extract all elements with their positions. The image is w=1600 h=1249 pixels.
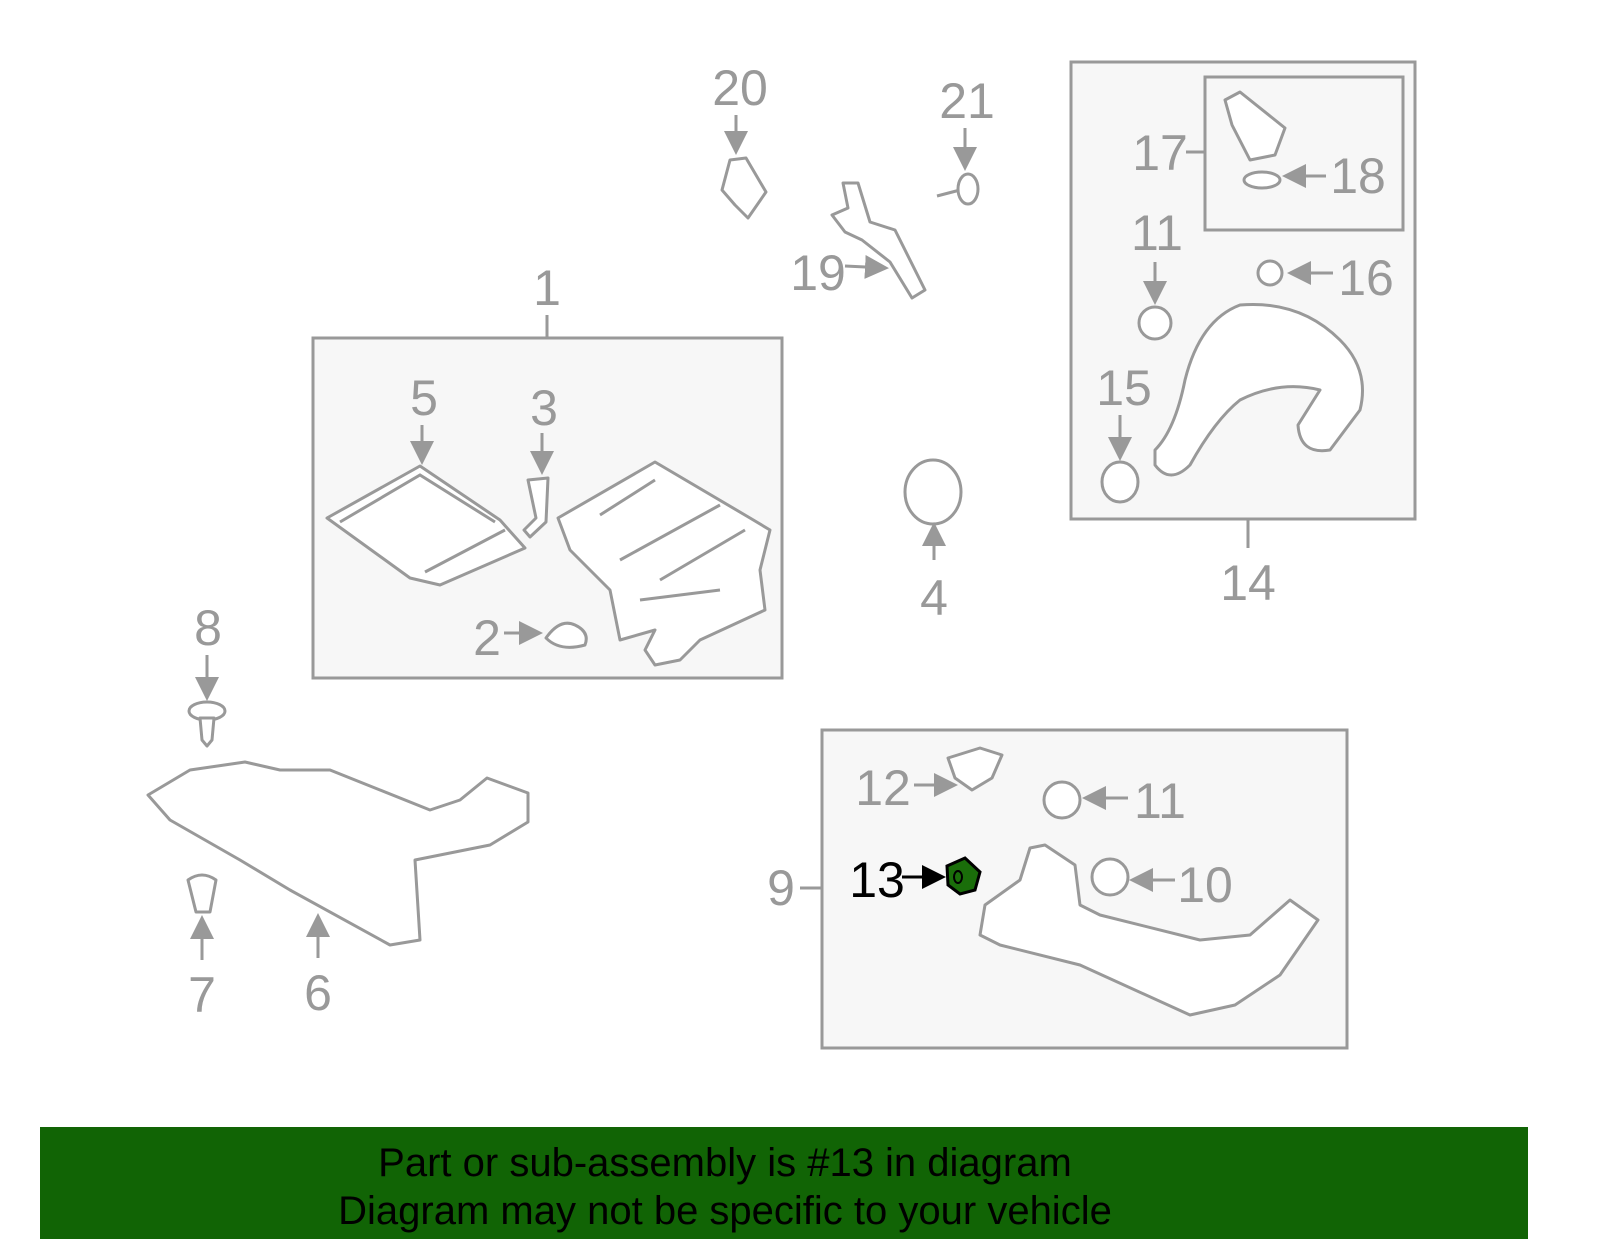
part-info-banner: Part or sub-assembly is #13 in diagram D… xyxy=(40,1127,1528,1239)
part-2-grommet[interactable] xyxy=(544,621,588,649)
callout-16: 16 xyxy=(1338,250,1394,306)
callout-2: 2 xyxy=(473,610,501,666)
part-7-push-pin[interactable] xyxy=(186,873,218,914)
callout-6: 6 xyxy=(304,965,332,1021)
callout-15: 15 xyxy=(1096,360,1152,416)
callout-12: 12 xyxy=(855,760,911,816)
part-1-air-cleaner-housing[interactable] xyxy=(556,460,772,667)
callout-8: 8 xyxy=(194,600,222,656)
banner-line-2: Diagram may not be specific to your vehi… xyxy=(338,1189,1112,1233)
part-18-o-ring[interactable] xyxy=(1242,170,1282,190)
callout-9: 9 xyxy=(767,860,795,916)
callout-7: 7 xyxy=(188,967,216,1023)
part-6-air-duct[interactable] xyxy=(146,760,530,947)
callout-19: 19 xyxy=(790,245,846,301)
part-11-grommet-lower[interactable] xyxy=(1042,780,1082,820)
part-5-air-filter[interactable] xyxy=(325,464,527,587)
part-13-nut-highlighted[interactable] xyxy=(945,856,982,896)
part-10-grommet[interactable] xyxy=(1090,857,1130,897)
callout-17: 17 xyxy=(1132,125,1188,181)
part-15-seal[interactable] xyxy=(1100,460,1140,504)
part-4-clamp[interactable] xyxy=(903,458,963,526)
callout-13-highlighted: 13 xyxy=(849,852,905,908)
callout-20: 20 xyxy=(712,60,768,116)
callout-3: 3 xyxy=(530,380,558,436)
part-21-bolt[interactable] xyxy=(936,172,980,206)
callout-1: 1 xyxy=(533,260,561,316)
callout-11-upper: 11 xyxy=(1131,205,1183,261)
callout-5: 5 xyxy=(410,370,438,426)
assembly-box-9 xyxy=(820,728,1349,1050)
callout-arrows xyxy=(190,115,1333,960)
part-16-nut[interactable] xyxy=(1256,259,1284,287)
part-14-intake-duct[interactable] xyxy=(1153,302,1364,477)
part-17-sensor[interactable] xyxy=(1223,90,1287,162)
part-9-intake-duct[interactable] xyxy=(978,843,1320,1017)
part-20-clip[interactable] xyxy=(720,156,768,220)
callout-18: 18 xyxy=(1330,148,1386,204)
callout-14: 14 xyxy=(1220,555,1276,611)
part-8-bolt[interactable] xyxy=(187,700,227,748)
callout-11-lower: 11 xyxy=(1134,773,1186,829)
part-11-grommet[interactable] xyxy=(1137,305,1173,341)
banner-line-1: Part or sub-assembly is #13 in diagram xyxy=(378,1141,1072,1185)
callout-4: 4 xyxy=(920,570,948,626)
callout-21: 21 xyxy=(939,73,995,129)
part-19-bracket[interactable] xyxy=(830,181,927,300)
callout-10: 10 xyxy=(1177,857,1233,913)
part-3-bracket[interactable] xyxy=(522,476,550,539)
